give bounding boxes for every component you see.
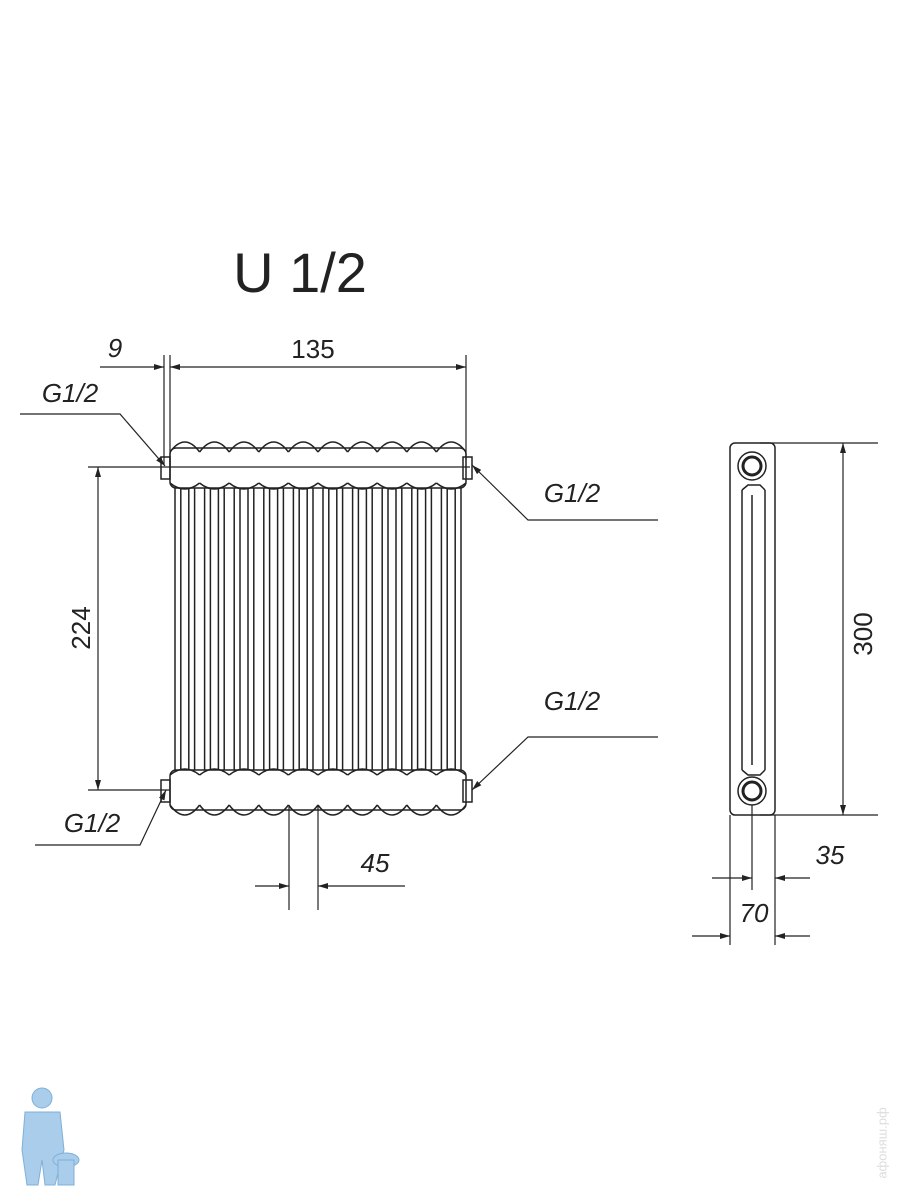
connection-plug bbox=[462, 779, 473, 803]
section-top-cap bbox=[376, 441, 408, 453]
plumber-logo bbox=[21, 1087, 80, 1186]
section-top-neck bbox=[169, 482, 201, 490]
section-top-cap bbox=[287, 441, 319, 453]
section-top-cap bbox=[169, 441, 201, 453]
connection-top-right-label: G1/2 bbox=[544, 478, 601, 508]
section-bottom-cap bbox=[258, 804, 290, 816]
watermark-text: афоняш.рф bbox=[874, 1106, 890, 1179]
section-bottom-neck bbox=[376, 768, 408, 776]
section-bottom-cap bbox=[346, 804, 378, 816]
section-bottom-cap bbox=[287, 804, 319, 816]
section-bottom-neck bbox=[347, 768, 378, 776]
bottom-header bbox=[169, 769, 467, 811]
section-top-neck bbox=[406, 482, 437, 490]
dimension-section-pitch-label: 45 bbox=[361, 848, 390, 878]
drawing-title: U 1/2 bbox=[233, 241, 367, 304]
dimension-depth-half-label: 35 bbox=[816, 840, 845, 870]
section-top-cap bbox=[406, 441, 438, 453]
section-bottom-neck bbox=[287, 768, 319, 776]
radiator-side-view bbox=[729, 442, 776, 816]
connection-top-left-label: G1/2 bbox=[42, 378, 99, 408]
dimension-axis-distance-label: 224 bbox=[66, 606, 96, 649]
section-bottom-neck bbox=[435, 768, 467, 776]
watermark: афоняш.рф bbox=[872, 1090, 892, 1195]
dimension-height bbox=[760, 442, 878, 816]
section-top-neck bbox=[287, 482, 319, 490]
section-bottom-neck bbox=[199, 768, 230, 776]
dimension-section-pitch bbox=[255, 805, 405, 910]
section-top-neck bbox=[317, 482, 349, 490]
section-bottom-neck bbox=[406, 768, 437, 776]
dimension-width-label: 135 bbox=[291, 334, 334, 364]
section-bottom-cap bbox=[376, 804, 408, 816]
section-top-neck bbox=[435, 482, 467, 490]
section-top-neck bbox=[258, 482, 289, 490]
dimension-axis-distance bbox=[88, 466, 470, 791]
section-bottom-neck bbox=[228, 768, 260, 776]
section-bottom-cap bbox=[406, 804, 438, 816]
top-header bbox=[169, 447, 467, 489]
connection-plug bbox=[160, 456, 171, 480]
section-bottom-neck bbox=[169, 768, 201, 776]
section-bottom-cap bbox=[228, 804, 260, 816]
connection-plug bbox=[462, 456, 473, 480]
section-top-cap bbox=[317, 441, 349, 453]
section-bottom-cap bbox=[317, 804, 349, 816]
section-top-neck bbox=[228, 482, 260, 490]
section-top-cap bbox=[346, 441, 378, 453]
dimension-depth bbox=[692, 805, 810, 945]
section-bottom-neck bbox=[258, 768, 289, 776]
section-top-cap bbox=[228, 441, 260, 453]
section-top-cap bbox=[435, 441, 467, 453]
connection-bottom-left-label: G1/2 bbox=[64, 808, 121, 838]
dimension-height-label: 300 bbox=[848, 612, 878, 655]
dimension-width bbox=[100, 355, 467, 465]
section-top-neck bbox=[199, 482, 230, 490]
connection-bottom-right-label: G1/2 bbox=[544, 686, 601, 716]
section-top-cap bbox=[198, 441, 230, 453]
section-bottom-cap bbox=[198, 804, 230, 816]
dimension-offset-label: 9 bbox=[108, 333, 122, 363]
section-top-cap bbox=[258, 441, 290, 453]
radiator-front-view bbox=[160, 441, 473, 816]
dimension-depth-label: 70 bbox=[740, 898, 769, 928]
section-top-neck bbox=[347, 482, 378, 490]
section-bottom-neck bbox=[317, 768, 349, 776]
connection-leaders bbox=[20, 413, 658, 846]
section-top-neck bbox=[376, 482, 408, 490]
